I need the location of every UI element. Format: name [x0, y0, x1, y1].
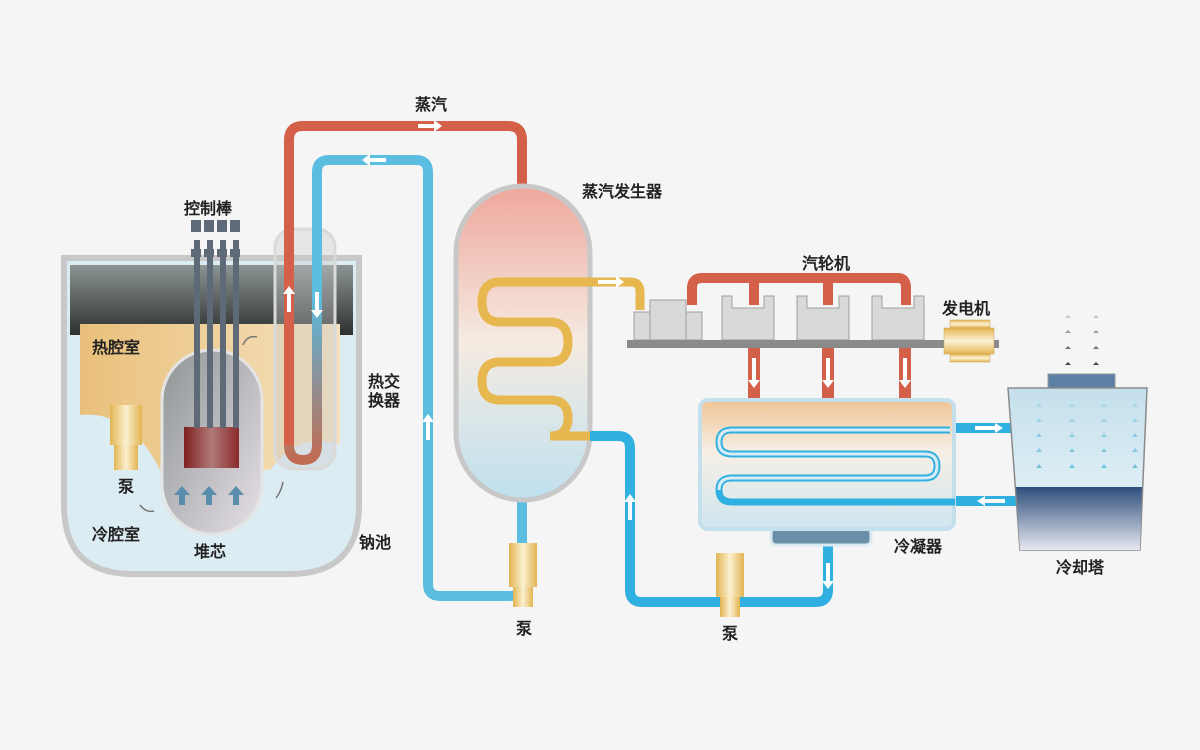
- label-hot-pool: 热腔室: [92, 338, 140, 357]
- water-droplet-icon: [1132, 403, 1138, 407]
- cooling-tower: [1007, 315, 1148, 551]
- vapor-icon: [1065, 315, 1071, 318]
- label-generator: 发电机: [941, 299, 990, 318]
- steam-coil: [477, 277, 645, 441]
- condenser: [698, 398, 1020, 547]
- water-droplet-icon: [1069, 448, 1075, 452]
- flow-arrows-icon: [139, 335, 284, 513]
- water-droplet-icon: [1069, 464, 1075, 468]
- label-control-rods: 控制棒: [184, 199, 233, 218]
- water-droplet-icon: [1132, 418, 1138, 422]
- label-steam: 蒸汽: [415, 95, 447, 114]
- water-droplet-icon: [1069, 418, 1075, 422]
- turbine-shaft: [627, 340, 999, 348]
- water-droplet-icon: [1101, 403, 1107, 407]
- water-droplet-icon: [1101, 448, 1107, 452]
- water-droplet-icon: [1132, 433, 1138, 437]
- vapor-icon: [1065, 330, 1071, 333]
- water-droplet-icon: [1132, 464, 1138, 468]
- label-cooling-tower: 冷却塔: [1056, 558, 1105, 577]
- water-droplet-icon: [1069, 433, 1075, 437]
- label-sodium-pool: 钠池: [359, 533, 391, 552]
- water-droplet-icon: [1101, 418, 1107, 422]
- steam-generator: [453, 183, 645, 503]
- water-droplet-icon: [1101, 433, 1107, 437]
- core-fuel: [184, 427, 239, 468]
- label-turbine: 汽轮机: [802, 254, 850, 273]
- feedwater-loop: [590, 431, 833, 607]
- label-secondary-pump: 泵: [515, 619, 532, 638]
- water-droplet-icon: [1036, 418, 1042, 422]
- vapor-icon: [1093, 330, 1099, 333]
- label-feedwater-pump: 泵: [721, 624, 738, 643]
- label-cold-pool: 冷腔室: [92, 525, 140, 544]
- loop-arrows: [283, 120, 442, 440]
- water-droplet-icon: [1101, 464, 1107, 468]
- water-droplet-icon: [1036, 433, 1042, 437]
- generator-icon: [943, 319, 995, 363]
- water-droplet-icon: [1069, 403, 1075, 407]
- label-heat-exchanger-2: 换器: [368, 391, 401, 410]
- vapor-icon: [1093, 362, 1099, 365]
- water-droplet-icon: [1036, 464, 1042, 468]
- secondary-pump-icon: [509, 543, 537, 607]
- vapor-icon: [1065, 346, 1071, 349]
- water-droplet-icon: [1036, 403, 1042, 407]
- label-primary-pump: 泵: [117, 477, 134, 496]
- water-droplet-icon: [1036, 448, 1042, 452]
- label-core: 堆芯: [194, 542, 226, 561]
- primary-pump-icon: [110, 405, 142, 470]
- control-rods: [191, 220, 240, 428]
- vapor-icon: [1093, 346, 1099, 349]
- label-heat-exchanger-1: 热交: [368, 372, 400, 391]
- water-droplet-icon: [1132, 448, 1138, 452]
- feedwater-pump-icon: [716, 553, 744, 617]
- label-condenser: 冷凝器: [894, 537, 943, 556]
- labels: 蒸汽 控制棒 蒸汽发生器 汽轮机 发电机 热腔室 热交 换器 泵 冷腔室 堆芯 …: [92, 95, 1105, 643]
- vapor-icon: [1065, 362, 1071, 365]
- turbine: [627, 273, 999, 398]
- core-flow-arrows: [174, 486, 244, 505]
- vapor-icon: [1093, 315, 1099, 318]
- label-steam-generator: 蒸汽发生器: [582, 182, 663, 201]
